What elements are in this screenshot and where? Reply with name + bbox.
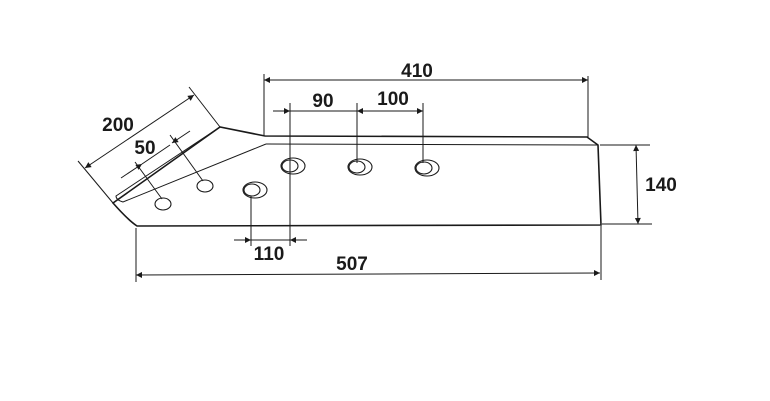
dimension-110: 110 <box>234 196 307 265</box>
dimension-200: 200 <box>77 86 221 204</box>
hole <box>414 159 440 177</box>
hole <box>242 181 268 199</box>
blade-outline <box>111 126 602 227</box>
dim-label-50: 50 <box>134 138 155 159</box>
dim-label-110: 110 <box>254 244 285 265</box>
hole <box>347 158 373 176</box>
hole <box>154 197 172 211</box>
dimension-90-100: 90 100 <box>273 89 424 246</box>
dimension-140: 140 <box>600 144 677 225</box>
dimension-410: 410 <box>263 61 589 137</box>
hole <box>280 157 306 175</box>
dim-label-200: 200 <box>102 115 134 136</box>
dim-label-100: 100 <box>377 89 409 110</box>
dim-label-90: 90 <box>312 91 333 112</box>
mounting-holes <box>154 157 440 211</box>
dim-label-507: 507 <box>336 254 368 275</box>
dim-label-140: 140 <box>645 175 677 196</box>
hole <box>196 179 214 193</box>
dim-label-410: 410 <box>401 61 433 82</box>
dimension-50: 50 <box>120 130 204 200</box>
dimension-507: 507 <box>135 226 602 282</box>
